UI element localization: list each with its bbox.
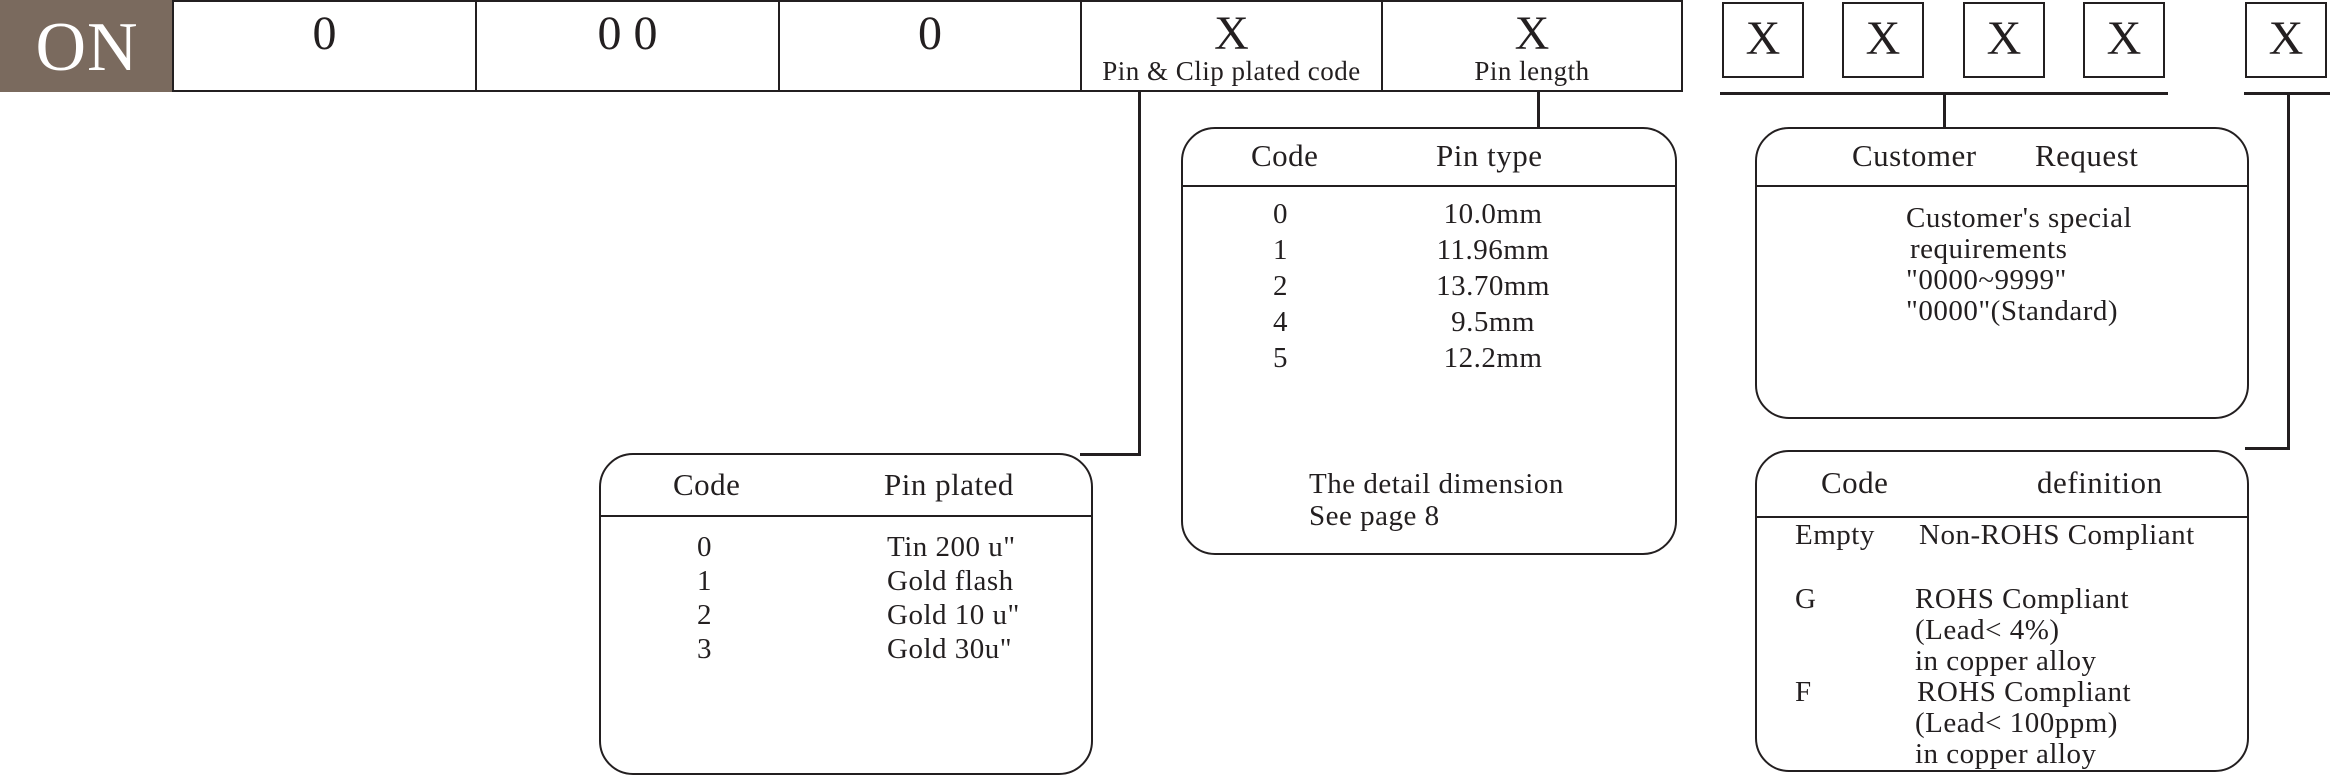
- pin-length-code-2: 2: [1273, 270, 1288, 302]
- compliance-square: X: [2245, 2, 2327, 78]
- plating-code-3: 3: [697, 633, 712, 665]
- customer-table-header: [1757, 129, 2247, 187]
- pin-length-value-4: 9.5mm: [1451, 306, 1535, 338]
- definition-f-line-3: in copper alloy: [1915, 738, 2097, 770]
- plating-col-plated: Pin plated: [884, 467, 1014, 502]
- plating-value-3: Gold 30u": [887, 633, 1013, 665]
- plating-connector-vertical: [1138, 92, 1141, 456]
- customer-square-2: X: [1842, 2, 1924, 78]
- definition-g-line-2: (Lead< 4%): [1915, 614, 2060, 646]
- pin-length-col-code: Code: [1251, 138, 1319, 173]
- pin-length-note-1: The detail dimension: [1309, 468, 1564, 500]
- plating-value-0: Tin 200 u": [887, 531, 1016, 563]
- pin-length-col-type: Pin type: [1436, 138, 1543, 173]
- definition-empty-line-1: Non-ROHS Compliant: [1919, 519, 2195, 551]
- compliance-connector-horizontal: [2245, 447, 2290, 450]
- plating-code-1: 1: [697, 565, 712, 597]
- plating-value-2: Gold 10 u": [887, 599, 1020, 631]
- code-cell-pin-length-label: Pin length: [1474, 56, 1590, 86]
- code-cell-2-value: 0 0: [597, 7, 658, 60]
- pin-length-table-header: [1183, 129, 1675, 187]
- pin-length-code-1: 1: [1273, 234, 1288, 266]
- pin-length-connector: [1537, 92, 1540, 129]
- code-cell-pin-length: X Pin length: [1381, 0, 1683, 92]
- customer-col-request: Request: [2035, 138, 2139, 173]
- plating-col-code: Code: [673, 467, 741, 502]
- plating-code-0: 0: [697, 531, 712, 563]
- pin-length-table: Code Pin type 0 10.0mm 1 11.96mm 2 13.70…: [1181, 127, 1677, 555]
- customer-line-1: Customer's special: [1906, 202, 2133, 234]
- customer-line-3: "0000~9999": [1906, 264, 2067, 296]
- code-cell-3-value: 0: [918, 7, 942, 60]
- definition-col-code: Code: [1821, 465, 1889, 500]
- compliance-definition-table: Code definition Empty Non-ROHS Compliant…: [1755, 450, 2249, 772]
- code-cell-pin-length-value: X: [1514, 7, 1550, 60]
- code-cell-2: 0 0: [475, 0, 780, 92]
- customer-col-customer: Customer: [1852, 138, 1977, 173]
- plating-code-2: 2: [697, 599, 712, 631]
- code-cell-plating-label: Pin & Clip plated code: [1102, 56, 1361, 86]
- plating-value-1: Gold flash: [887, 565, 1014, 597]
- code-cell-3: 0: [778, 0, 1082, 92]
- prefix-on: ON: [0, 0, 174, 92]
- customer-square-1: X: [1722, 2, 1804, 78]
- definition-f-line-1: ROHS Compliant: [1917, 676, 2132, 708]
- code-cell-1: 0: [172, 0, 477, 92]
- plating-table: Code Pin plated 0 Tin 200 u" 1 Gold flas…: [599, 453, 1093, 775]
- code-cell-1-value: 0: [312, 7, 337, 60]
- pin-length-code-4: 4: [1273, 306, 1288, 338]
- definition-code-empty: Empty: [1795, 519, 1875, 551]
- pin-length-code-5: 5: [1273, 342, 1288, 374]
- pin-length-value-5: 12.2mm: [1443, 342, 1543, 374]
- definition-col-definition: definition: [2037, 465, 2163, 500]
- customer-line-4: "0000"(Standard): [1906, 295, 2119, 327]
- code-cell-plating-value: X: [1214, 7, 1249, 60]
- customer-connector: [1943, 92, 1946, 129]
- definition-table-header: [1757, 452, 2247, 518]
- definition-g-line-3: in copper alloy: [1915, 645, 2097, 677]
- pin-length-value-1: 11.96mm: [1436, 234, 1550, 266]
- pin-length-value-2: 13.70mm: [1436, 270, 1550, 302]
- code-cell-plating: X Pin & Clip plated code: [1080, 0, 1383, 92]
- definition-code-g: G: [1795, 583, 1817, 615]
- pin-length-note-2: See page 8: [1309, 500, 1440, 532]
- customer-line-2: requirements: [1910, 233, 2068, 265]
- plating-table-header: [601, 455, 1091, 517]
- definition-f-line-2: (Lead< 100ppm): [1915, 707, 2118, 739]
- plating-connector-horizontal: [1080, 453, 1141, 456]
- customer-request-table: Customer Request Customer's special requ…: [1755, 127, 2249, 419]
- compliance-connector-vertical: [2287, 92, 2290, 450]
- definition-g-line-1: ROHS Compliant: [1915, 583, 2130, 615]
- pin-length-code-0: 0: [1273, 198, 1288, 230]
- pin-length-value-0: 10.0mm: [1443, 198, 1543, 230]
- customer-square-4: X: [2083, 2, 2165, 78]
- definition-code-f: F: [1795, 676, 1812, 708]
- customer-square-3: X: [1963, 2, 2045, 78]
